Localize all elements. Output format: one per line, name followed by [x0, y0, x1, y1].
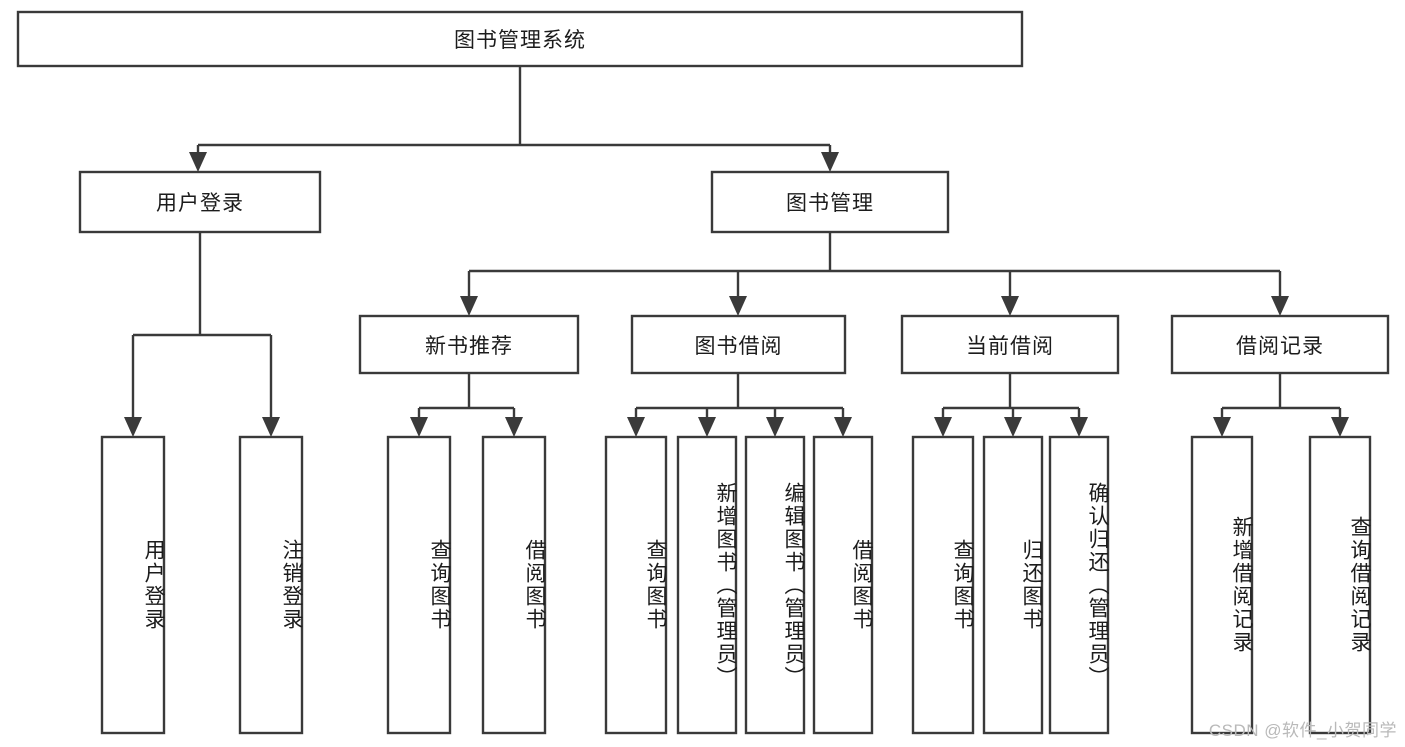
node-box-book-borrow[interactable]: [630, 314, 847, 375]
node-box-current-borrow[interactable]: [900, 314, 1120, 375]
connector-layer: [124, 66, 1349, 437]
node-box-leaf-return-book[interactable]: [982, 435, 1044, 735]
connector-l3_rec_to_leaves: [410, 373, 523, 437]
node-box-leaf-add-book-admin[interactable]: [676, 435, 738, 735]
arrowhead-icon: [1001, 296, 1019, 316]
arrowhead-icon: [1331, 417, 1349, 437]
node-box-leaf-query-borrow-record[interactable]: [1308, 435, 1372, 735]
connector-l2_book_to_l3: [460, 232, 1289, 316]
arrowhead-icon: [834, 417, 852, 437]
connector-root_to_l2: [189, 66, 839, 172]
node-box-leaf-confirm-return-admin[interactable]: [1048, 435, 1110, 735]
node-box-user-login[interactable]: [78, 170, 322, 234]
arrowhead-icon: [729, 296, 747, 316]
arrowhead-icon: [821, 152, 839, 172]
arrowhead-icon: [698, 417, 716, 437]
node-box-leaf-query-book-borrow[interactable]: [604, 435, 668, 735]
node-box-new-book-rec[interactable]: [358, 314, 580, 375]
connector-l3_borrow_to_leaves: [627, 373, 852, 437]
arrowhead-icon: [766, 417, 784, 437]
arrowhead-icon: [1070, 417, 1088, 437]
arrowhead-icon: [410, 417, 428, 437]
node-box-leaf-add-borrow-record[interactable]: [1190, 435, 1254, 735]
connector-l3_current_to_leaves: [934, 373, 1088, 437]
node-box-leaf-user-login[interactable]: [100, 435, 166, 735]
arrowhead-icon: [627, 417, 645, 437]
node-box-root[interactable]: [16, 10, 1024, 68]
connector-l2_user_to_leaves: [124, 232, 280, 437]
arrowhead-icon: [1271, 296, 1289, 316]
node-box-leaf-borrow-book-rec[interactable]: [481, 435, 547, 735]
arrowhead-icon: [124, 417, 142, 437]
arrowhead-icon: [1213, 417, 1231, 437]
node-box-leaf-borrow-book[interactable]: [812, 435, 874, 735]
arrowhead-icon: [460, 296, 478, 316]
node-box-leaf-user-logout[interactable]: [238, 435, 304, 735]
arrowhead-icon: [189, 152, 207, 172]
node-box-book-manage[interactable]: [710, 170, 950, 234]
node-box-leaf-edit-book-admin[interactable]: [744, 435, 806, 735]
node-box-layer: [16, 10, 1390, 735]
node-box-leaf-query-book-current[interactable]: [911, 435, 975, 735]
node-box-leaf-query-book-rec[interactable]: [386, 435, 452, 735]
arrowhead-icon: [1004, 417, 1022, 437]
node-box-borrow-record[interactable]: [1170, 314, 1390, 375]
arrowhead-icon: [505, 417, 523, 437]
connector-l3_record_to_leaves: [1213, 373, 1349, 437]
arrowhead-icon: [934, 417, 952, 437]
arrowhead-icon: [262, 417, 280, 437]
